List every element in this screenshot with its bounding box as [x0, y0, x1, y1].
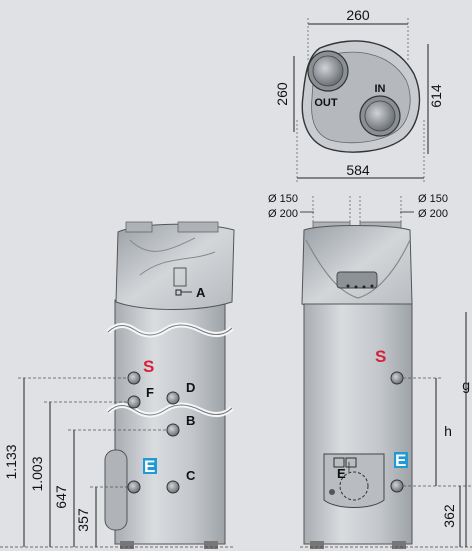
front-port-c	[166, 480, 180, 494]
side-dim-total: g	[462, 377, 470, 393]
side-label-s: S	[375, 347, 386, 366]
side-heater-outline	[339, 471, 369, 501]
duct-right-2: Ø 200	[418, 208, 448, 220]
duct-right-1: Ø 150	[418, 193, 448, 205]
right-height-label: 614	[428, 84, 444, 108]
side-label-e: E	[395, 451, 406, 470]
front-view: A S F D B E C 1.133 1.003 6	[0, 221, 235, 549]
front-head-unit	[115, 223, 235, 310]
inlet-label: IN	[375, 83, 386, 95]
side-port-e	[390, 479, 404, 493]
front-tank-body	[114, 299, 226, 545]
front-e-badge	[143, 458, 157, 474]
front-dim-1: 1.133	[3, 444, 19, 479]
front-label-d: D	[186, 380, 195, 395]
front-label-a: A	[196, 285, 206, 300]
side-view: Ø 150 Ø 200 Ø 150 Ø 200 S E	[268, 193, 472, 549]
top-view: 260 584 614 260 OUT IN	[274, 7, 444, 182]
front-port-d	[166, 391, 180, 405]
side-dim-bottom: 362	[441, 504, 457, 528]
side-panel-label-e: E	[337, 466, 346, 481]
side-head-unit	[301, 225, 413, 312]
front-label-b: B	[186, 413, 195, 428]
bottom-width-label: 584	[346, 162, 370, 178]
front-dim-2: 1.003	[29, 456, 45, 491]
duct-left-2: Ø 200	[268, 208, 298, 220]
front-handle	[104, 449, 128, 531]
front-label-e: E	[144, 457, 155, 476]
outlet-label: OUT	[314, 97, 338, 109]
side-e-badge	[394, 452, 408, 468]
front-dim-4: 357	[75, 508, 91, 532]
front-port-s	[127, 371, 141, 385]
side-tank-body	[303, 303, 413, 545]
front-port-f	[127, 395, 141, 409]
front-port-b	[166, 423, 180, 437]
front-label-s: S	[143, 357, 154, 376]
front-label-f: F	[146, 385, 154, 400]
side-dim-h: h	[444, 423, 452, 439]
front-label-c: C	[186, 468, 196, 483]
side-access-panel	[323, 453, 385, 508]
front-dim-3: 647	[53, 485, 69, 509]
side-port-s	[390, 371, 404, 385]
front-port-e	[127, 480, 141, 494]
top-width-label: 260	[346, 7, 370, 23]
left-height-label: 260	[274, 82, 290, 106]
duct-left-1: Ø 150	[268, 193, 298, 205]
